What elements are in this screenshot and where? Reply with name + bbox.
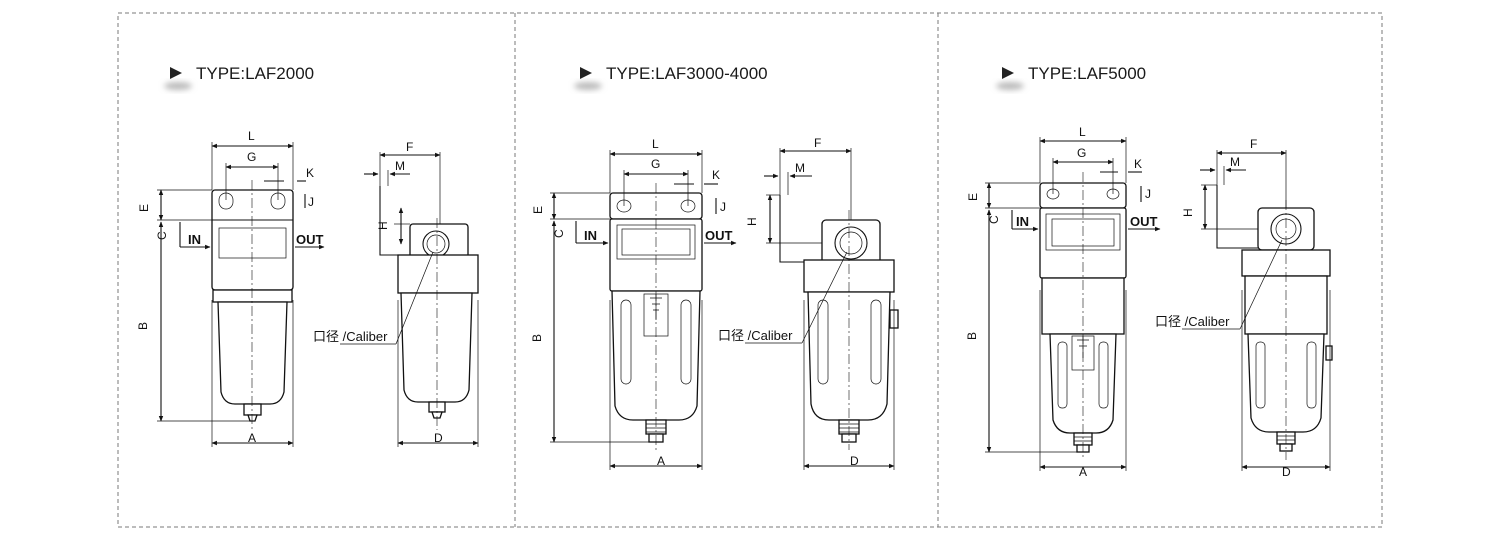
dim-label-c: C [552, 229, 566, 238]
dim-label-l: L [1079, 125, 1086, 139]
dim-label-j: J [308, 195, 314, 209]
dim-label-f: F [406, 140, 413, 154]
front-view: IN OUT L G K J E C B [136, 129, 325, 447]
dim-label-b: B [136, 322, 150, 330]
dim-label-g: G [247, 150, 256, 164]
dim-label-f: F [814, 136, 821, 150]
bullet-arrow-icon [580, 67, 592, 79]
panel-title: TYPE:LAF3000-4000 [606, 64, 768, 83]
front-view: IN OUT L G K J E C B [530, 137, 737, 470]
dim-label-h: H [745, 217, 759, 226]
caliber-label: 口径 /Caliber [313, 329, 388, 344]
dim-label-a: A [1079, 465, 1087, 479]
dim-label-b: B [965, 332, 979, 340]
dim-label-m: M [1230, 155, 1240, 169]
panel-title: TYPE:LAF5000 [1028, 64, 1146, 83]
dim-label-k: K [306, 166, 314, 180]
dim-label-f: F [1250, 137, 1257, 151]
side-view: F M H D 口径 /Caliber [313, 140, 479, 447]
panel-laf5000: TYPE:LAF5000 IN OUT L [965, 64, 1333, 479]
dim-label-g: G [1077, 146, 1086, 160]
in-port-label: IN [1016, 214, 1029, 229]
in-port-label: IN [584, 228, 597, 243]
dim-label-l: L [248, 129, 255, 143]
dim-label-c: C [155, 231, 169, 240]
bullet-arrow-icon [1002, 67, 1014, 79]
dim-label-m: M [395, 159, 405, 173]
front-view: IN OUT L G K J E C B [965, 125, 1161, 479]
panel-title: TYPE:LAF2000 [196, 64, 314, 83]
side-view: F M H D 口径 /Caliber [1155, 137, 1333, 479]
dim-label-g: G [651, 157, 660, 171]
panel-frames [117, 12, 1383, 528]
dim-label-k: K [712, 168, 720, 182]
dim-label-j: J [720, 200, 726, 214]
dim-label-k: K [1134, 157, 1142, 171]
dim-label-b: B [530, 334, 544, 342]
dim-label-d: D [434, 431, 443, 445]
out-port-label: OUT [1130, 214, 1158, 229]
caliber-label: 口径 /Caliber [718, 328, 793, 343]
dim-label-d: D [850, 454, 859, 468]
out-port-label: OUT [296, 232, 324, 247]
bullet-arrow-icon [170, 67, 182, 79]
side-view: F M H D 口径 /Caliber [718, 136, 899, 470]
dim-label-c: C [987, 215, 1001, 224]
dim-label-l: L [652, 137, 659, 151]
caliber-label: 口径 /Caliber [1155, 314, 1230, 329]
panel-laf2000: TYPE:LAF2000 IN OUT [136, 64, 479, 447]
dim-label-d: D [1282, 465, 1291, 479]
dim-label-a: A [248, 431, 256, 445]
dim-label-e: E [531, 206, 545, 214]
dim-label-e: E [966, 193, 980, 201]
dim-label-j: J [1145, 187, 1151, 201]
dim-label-h: H [376, 221, 390, 230]
in-port-label: IN [188, 232, 201, 247]
panel-laf3000-4000: TYPE:LAF3000-4000 IN OUT L [530, 64, 899, 470]
dim-label-m: M [795, 161, 805, 175]
out-port-label: OUT [705, 228, 733, 243]
dim-label-a: A [657, 454, 665, 468]
dim-label-e: E [137, 204, 151, 212]
dim-label-h: H [1181, 208, 1195, 217]
